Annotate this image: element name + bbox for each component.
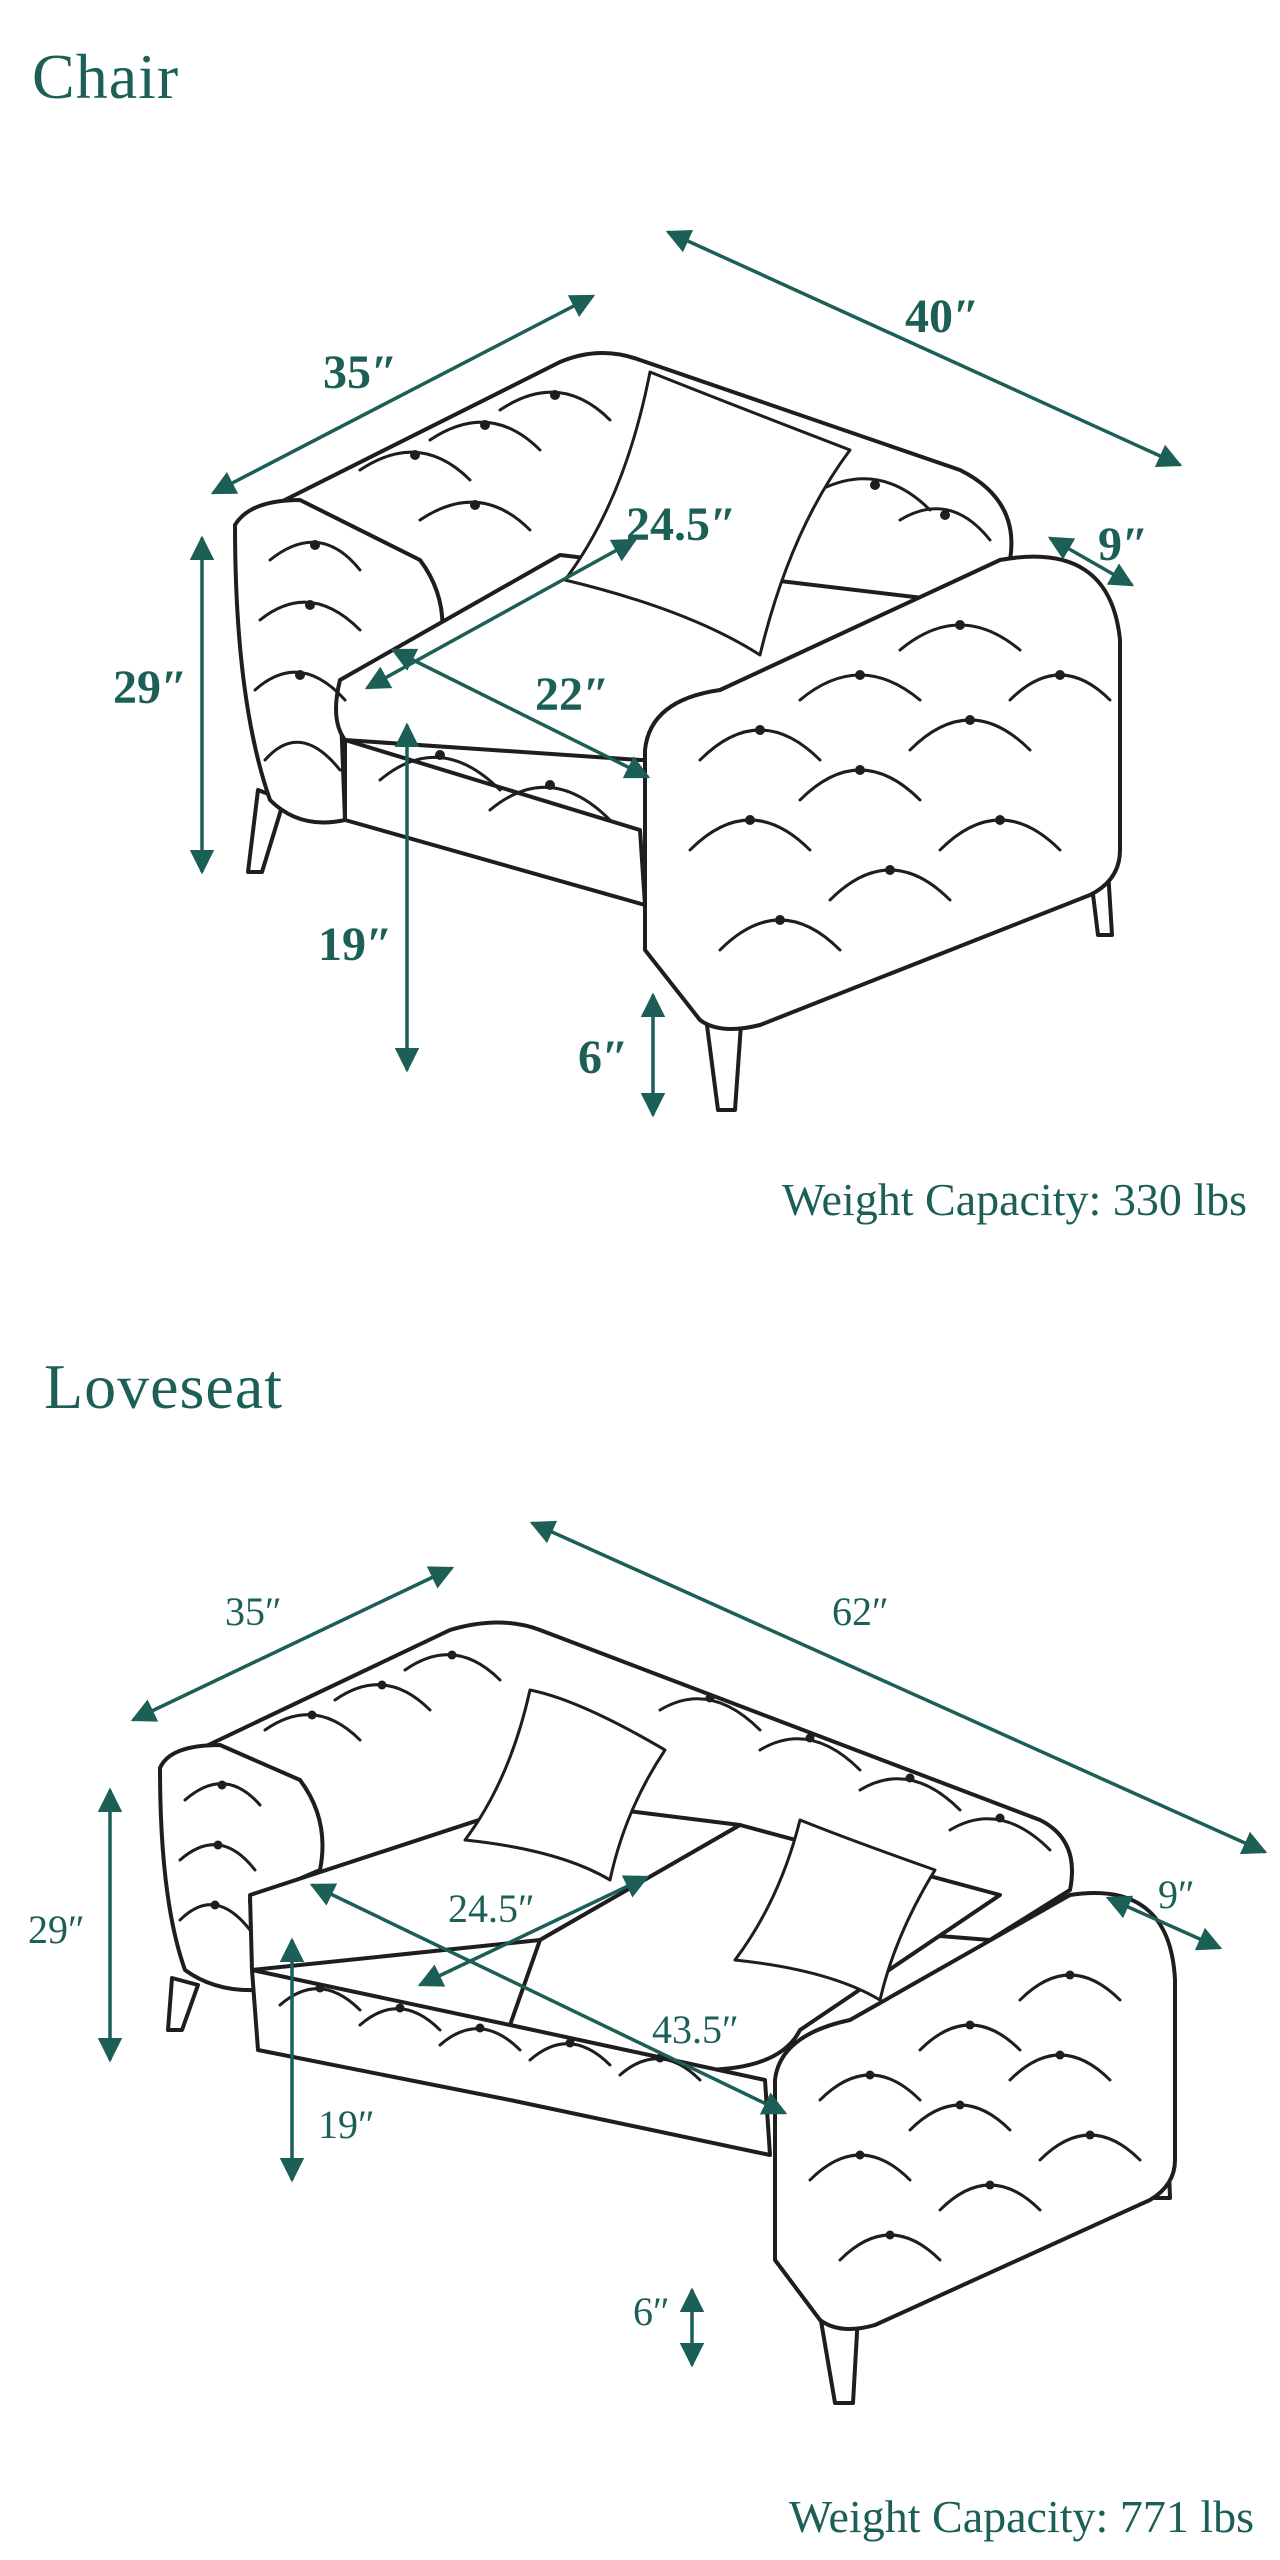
loveseat-dim-line-width	[529, 1520, 1268, 1855]
loveseat-dim-line-seat-width	[309, 1883, 788, 2115]
chair-dim-label-seat-height: 19″	[318, 918, 393, 971]
loveseat-dim-line-depth	[130, 1566, 455, 1722]
loveseat-leg-back-left	[166, 1976, 200, 2032]
chair-dim-line-seat-width	[390, 648, 651, 779]
chair-section: 35″ 40″ 29″ 9″ 24.5″ 22″ 19″ 6″ Chair We…	[32, 41, 1247, 1225]
loveseat-dim-label-seat-width: 43.5″	[652, 2007, 739, 2052]
loveseat-dim-line-arm	[1105, 1895, 1223, 1951]
loveseat-dim-label-height: 29″	[28, 1907, 85, 1952]
loveseat-dim-label-seat-height: 19″	[318, 2102, 375, 2147]
chair-dim-line-depth	[210, 294, 596, 495]
loveseat-diagram: 35″ 62″ 29″ 9″ 24.5″ 43.5″ 19″ 6″	[28, 1520, 1268, 2405]
chair-seat-front	[343, 738, 647, 907]
chair-right-arm	[643, 554, 1122, 1031]
chair-diagram: 35″ 40″ 29″ 9″ 24.5″ 22″ 19″ 6″	[113, 229, 1183, 1118]
loveseat-dim-label-seat-depth: 24.5″	[448, 1886, 535, 1931]
chair-dim-line-arm	[1047, 536, 1135, 587]
loveseat-dim-label-leg-height: 6″	[633, 2289, 670, 2334]
loveseat-weight-capacity: Weight Capacity: 771 lbs	[788, 2491, 1254, 2542]
loveseat-dim-label-arm: 9″	[1158, 1872, 1195, 1917]
chair-dim-label-width: 40″	[905, 290, 980, 343]
loveseat-title: Loveseat	[44, 1351, 283, 1422]
chair-weight-capacity: Weight Capacity: 330 lbs	[781, 1174, 1247, 1225]
chair-dim-line-width	[665, 229, 1183, 468]
chair-title: Chair	[32, 41, 180, 112]
loveseat-section: 35″ 62″ 29″ 9″ 24.5″ 43.5″ 19″ 6″ Lovese…	[0, 1280, 1280, 2560]
loveseat-dim-label-width: 62″	[832, 1589, 889, 1634]
chair-dim-label-depth: 35″	[323, 346, 398, 399]
chair-dim-label-arm: 9″	[1098, 518, 1149, 571]
loveseat-right-arm	[773, 1891, 1177, 2331]
chair-dim-label-seat-depth: 24.5″	[626, 498, 737, 551]
chair-dim-label-height: 29″	[113, 661, 188, 714]
loveseat-dim-label-depth: 35″	[225, 1589, 282, 1634]
chair-dim-label-seat-width: 22″	[535, 668, 610, 721]
chair-dim-label-leg-height: 6″	[578, 1031, 629, 1084]
